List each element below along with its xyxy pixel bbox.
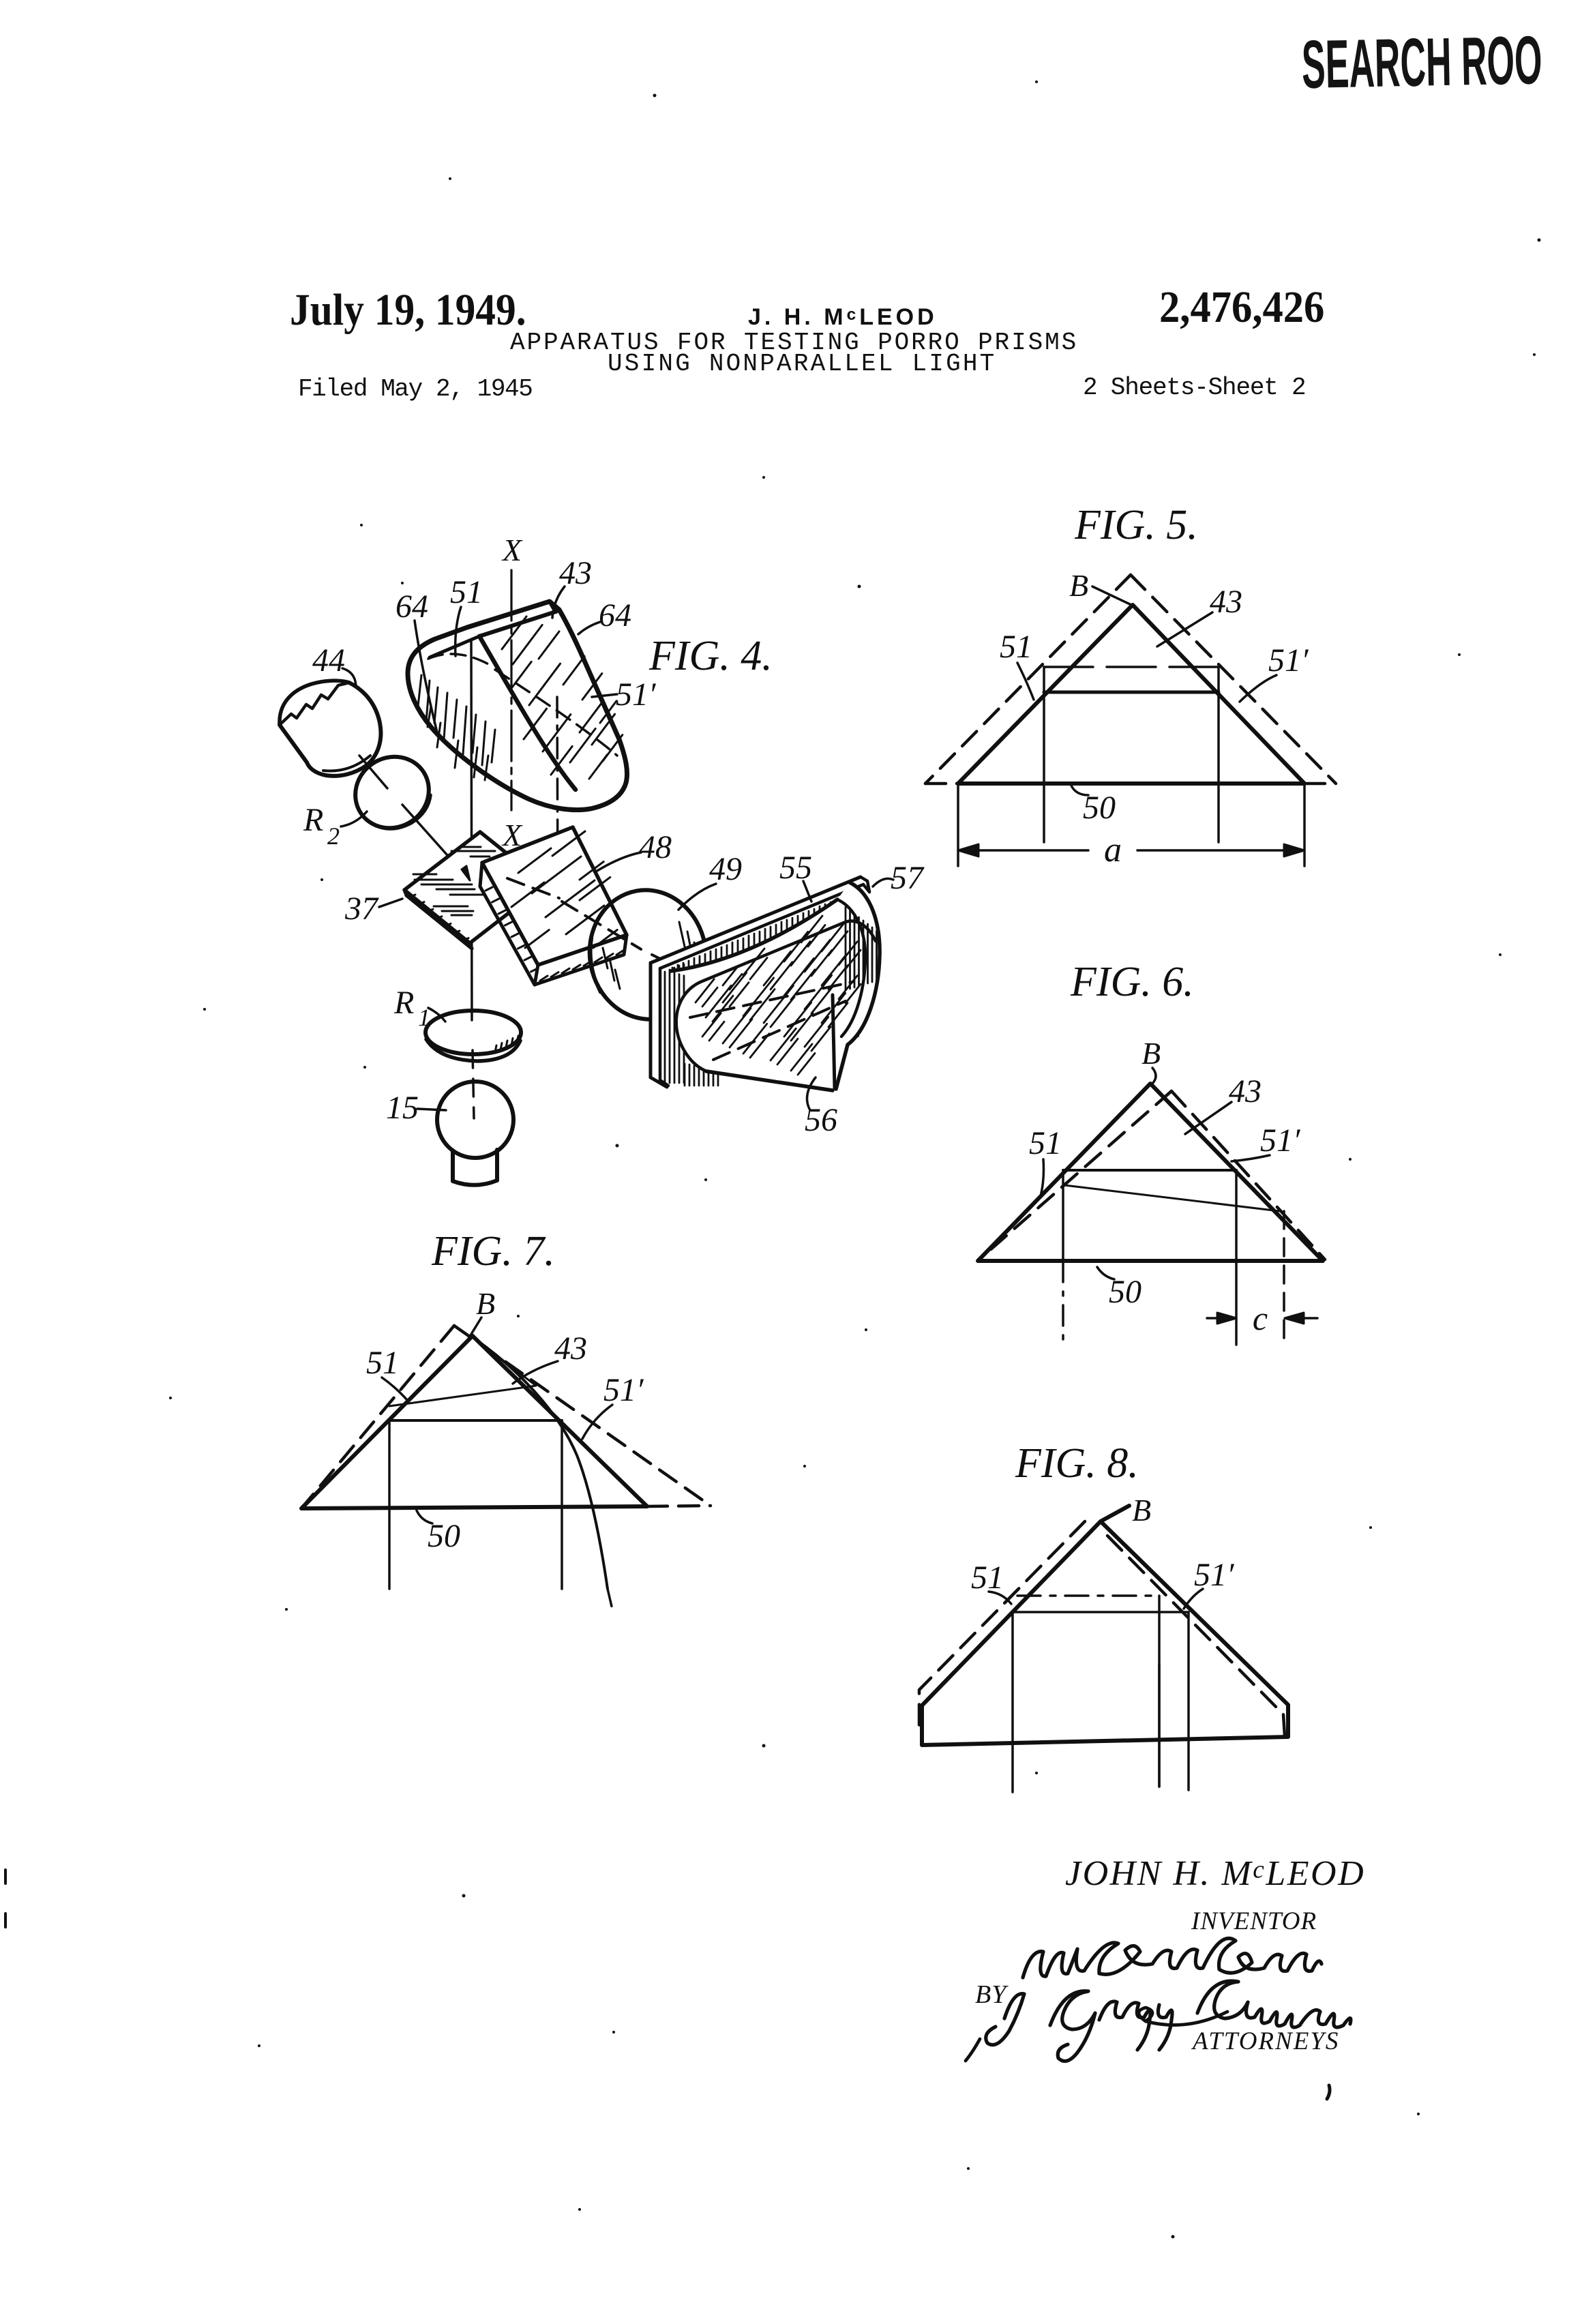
svg-text:51′: 51′ — [1260, 1122, 1301, 1159]
svg-text:44: 44 — [312, 642, 345, 679]
svg-text:43: 43 — [1210, 584, 1242, 620]
svg-text:48: 48 — [639, 829, 672, 865]
svg-text:FIG. 4.: FIG. 4. — [648, 633, 773, 679]
svg-text:51′: 51′ — [603, 1372, 644, 1408]
svg-text:51: 51 — [1000, 629, 1032, 665]
svg-text:43: 43 — [1229, 1073, 1262, 1109]
svg-text:51: 51 — [450, 574, 483, 610]
svg-text:43: 43 — [559, 555, 592, 591]
svg-text:X: X — [501, 533, 523, 567]
svg-text:FIG. 8.: FIG. 8. — [1015, 1440, 1139, 1487]
svg-text:51: 51 — [366, 1345, 399, 1381]
svg-text:57: 57 — [891, 860, 925, 896]
svg-text:51′: 51′ — [616, 676, 657, 713]
svg-text:B: B — [476, 1286, 495, 1321]
svg-text:49: 49 — [709, 851, 742, 887]
svg-text:64: 64 — [395, 589, 428, 625]
svg-text:51: 51 — [971, 1560, 1004, 1596]
svg-text:FIG. 5.: FIG. 5. — [1074, 502, 1198, 548]
svg-text:51: 51 — [1029, 1125, 1062, 1161]
svg-text:FIG. 7.: FIG. 7. — [431, 1228, 555, 1275]
svg-text:64: 64 — [599, 597, 631, 634]
svg-text:B: B — [1132, 1493, 1151, 1528]
svg-text:43: 43 — [554, 1330, 587, 1367]
svg-text:R: R — [303, 802, 323, 838]
svg-text:a: a — [1104, 831, 1122, 869]
svg-text:B: B — [1141, 1036, 1161, 1071]
svg-text:B: B — [1069, 568, 1088, 603]
svg-text:FIG. 6.: FIG. 6. — [1070, 959, 1194, 1005]
svg-text:51′: 51′ — [1194, 1557, 1235, 1593]
svg-text:55: 55 — [779, 850, 812, 886]
svg-text:R: R — [393, 985, 414, 1021]
svg-text:2: 2 — [327, 822, 340, 850]
svg-text:c: c — [1253, 1299, 1268, 1337]
svg-text:51′: 51′ — [1268, 642, 1309, 679]
svg-text:37: 37 — [344, 891, 379, 927]
svg-text:1: 1 — [418, 1004, 430, 1031]
svg-text:15: 15 — [386, 1090, 419, 1126]
